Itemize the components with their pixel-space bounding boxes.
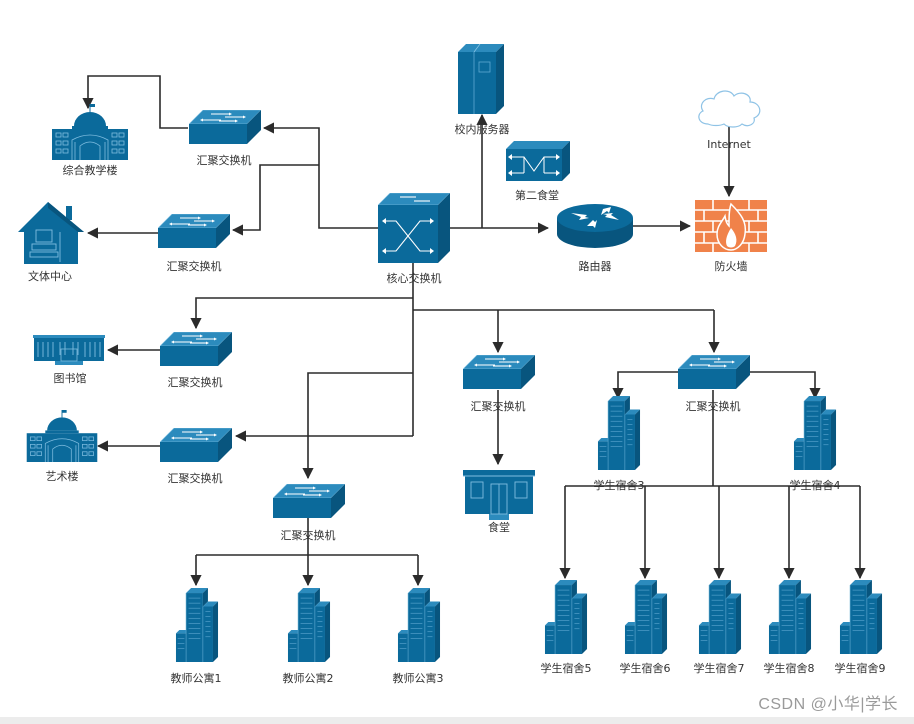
node-label: 学生宿舍6: [620, 661, 671, 675]
edge-agg7-dorm4: [750, 371, 821, 400]
cloud-icon: [698, 90, 761, 128]
office-building-icon: [287, 588, 331, 662]
node-agg-switch-3[interactable]: 汇聚交换机: [160, 332, 232, 389]
switch-icon: [678, 355, 750, 389]
node-label: 汇聚交换机: [168, 471, 223, 485]
node-agg-switch-7[interactable]: 汇聚交换机: [678, 355, 750, 413]
node-teacher-apt-1[interactable]: 教师公寓1: [171, 588, 222, 685]
node-router[interactable]: 路由器: [557, 204, 633, 273]
node-agg-switch-2[interactable]: 汇聚交换机: [158, 214, 230, 273]
store-icon: [463, 470, 535, 520]
node-label: 教师公寓2: [283, 671, 334, 685]
node-label: 汇聚交换机: [197, 153, 252, 167]
node-label: 教师公寓3: [393, 671, 444, 685]
node-agg-switch-1[interactable]: 汇聚交换机: [189, 110, 261, 167]
node-teacher-apt-2[interactable]: 教师公寓2: [283, 588, 334, 685]
government-building-icon: [52, 104, 128, 160]
edge-agg7-dorm3: [612, 371, 678, 400]
node-library[interactable]: 图书馆: [33, 335, 105, 385]
node-label: Internet: [707, 138, 751, 151]
node-firewall[interactable]: 防火墙: [695, 200, 767, 273]
edge-core-agg5: [302, 372, 413, 480]
node-second-canteen[interactable]: 第二食堂: [506, 141, 570, 202]
office-building-icon: [839, 580, 883, 654]
node-core-switch[interactable]: 核心交换机: [378, 193, 450, 285]
switch-box-icon: [506, 141, 570, 181]
edge-agg7-bus: [565, 390, 860, 487]
node-dorm-5[interactable]: 学生宿舍5: [541, 580, 592, 675]
node-dorm-3[interactable]: 学生宿舍3: [594, 396, 645, 492]
switch-icon: [160, 332, 232, 366]
node-teaching-building[interactable]: 综合教学楼: [52, 104, 128, 177]
node-culture-center[interactable]: 文体中心: [18, 202, 84, 283]
node-dorm-4[interactable]: 学生宿舍4: [790, 396, 841, 492]
office-building-icon: [624, 580, 668, 654]
node-art-building[interactable]: 艺术楼: [26, 410, 98, 483]
node-dorm-7[interactable]: 学生宿舍7: [694, 580, 745, 675]
node-label: 汇聚交换机: [168, 375, 223, 389]
switch-icon: [158, 214, 230, 248]
office-building-icon: [597, 396, 641, 470]
node-label: 艺术楼: [46, 469, 79, 483]
node-label: 第二食堂: [515, 188, 559, 202]
node-label: 学生宿舍7: [694, 661, 745, 675]
edge-agg1-teaching: [82, 75, 188, 129]
office-building-icon: [698, 580, 742, 654]
node-label: 文体中心: [28, 269, 72, 283]
node-teacher-apt-3[interactable]: 教师公寓3: [393, 588, 444, 685]
node-label: 综合教学楼: [63, 163, 118, 177]
node-agg-switch-4[interactable]: 汇聚交换机: [160, 428, 232, 485]
node-agg-switch-5[interactable]: 汇聚交换机: [273, 484, 345, 542]
node-label: 路由器: [579, 259, 612, 273]
office-building-icon: [793, 396, 837, 470]
node-label: 学生宿舍8: [764, 661, 815, 675]
government-building-icon: [26, 410, 98, 462]
edge-agg5-bus: [196, 514, 418, 556]
switch-icon: [189, 110, 261, 144]
bottom-bar: [0, 717, 914, 724]
server-icon: [458, 44, 504, 114]
node-label: 食堂: [488, 520, 510, 534]
node-label: 防火墙: [715, 259, 748, 273]
node-label: 汇聚交换机: [167, 259, 222, 273]
node-label: 学生宿舍9: [835, 661, 886, 675]
node-label: 汇聚交换机: [471, 399, 526, 413]
office-building-icon: [768, 580, 812, 654]
core-switch-icon: [378, 193, 450, 263]
house-computer-icon: [18, 202, 84, 264]
watermark: CSDN @小华|学长: [758, 696, 898, 713]
node-label: 教师公寓1: [171, 671, 222, 685]
firewall-icon: [695, 200, 767, 252]
node-dorm-8[interactable]: 学生宿舍8: [764, 580, 815, 675]
node-label: 学生宿舍3: [594, 478, 645, 492]
office-building-icon: [544, 580, 588, 654]
router-icon: [557, 204, 633, 248]
edge-core-agg3: [190, 297, 413, 330]
node-dorm-9[interactable]: 学生宿舍9: [835, 580, 886, 675]
library-icon: [33, 335, 105, 365]
office-building-icon: [397, 588, 441, 662]
switch-icon: [463, 355, 535, 389]
node-label: 学生宿舍4: [790, 478, 841, 492]
switch-icon: [273, 484, 345, 518]
node-dorm-6[interactable]: 学生宿舍6: [620, 580, 671, 675]
node-label: 校内服务器: [455, 122, 510, 136]
edge-core-agg2: [231, 164, 319, 236]
office-building-icon: [175, 588, 219, 662]
node-canteen[interactable]: 食堂: [463, 470, 535, 534]
node-label: 图书馆: [54, 371, 87, 385]
node-label: 学生宿舍5: [541, 661, 592, 675]
switch-icon: [160, 428, 232, 462]
node-internet[interactable]: Internet: [698, 90, 761, 151]
node-label: 汇聚交换机: [686, 399, 741, 413]
node-label: 汇聚交换机: [281, 528, 336, 542]
edge-core-agg1: [262, 122, 378, 229]
connection-lines: [82, 75, 866, 587]
node-agg-switch-6[interactable]: 汇聚交换机: [463, 355, 535, 413]
node-label: 核心交换机: [387, 271, 442, 285]
node-campus-server[interactable]: 校内服务器: [455, 44, 510, 136]
